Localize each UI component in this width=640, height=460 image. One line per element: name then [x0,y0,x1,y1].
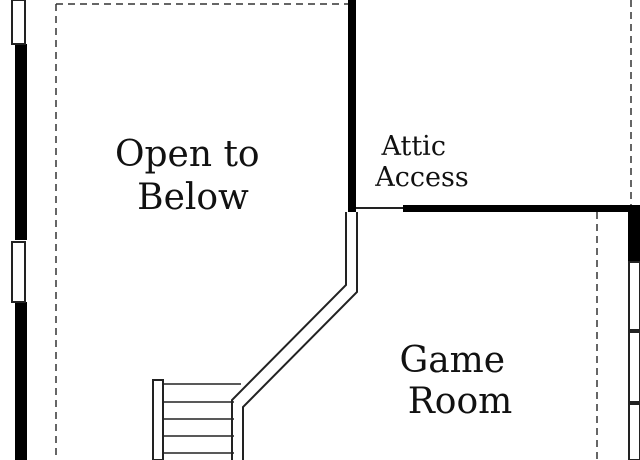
right-window-2 [628,331,640,403]
game-room-label-line2: Room [408,381,513,422]
stair-treads [152,379,241,460]
attic-access-label: Attic Access [374,131,468,193]
left-exterior-wall [11,0,27,460]
attic-access-label-line1: Attic [380,131,445,162]
left-window-lower [11,241,26,303]
right-window-1 [628,261,640,331]
attic-south-wall [403,205,635,212]
attic-west-wall [348,0,356,212]
open-to-below-label: Open to Below [115,134,271,218]
attic-access-label-line2: Access [374,162,468,193]
open-to-below-label-line1: Open to [115,134,260,175]
open-to-below-boundary [55,3,350,460]
game-room-label-line1: Game [399,340,505,381]
right-window-3 [628,403,640,460]
left-window-upper [11,0,26,45]
stair-railing [231,212,358,460]
game-room-label: Game Room [399,340,516,422]
right-exterior-wall [628,205,640,460]
open-to-below-label-line2: Below [137,177,249,218]
